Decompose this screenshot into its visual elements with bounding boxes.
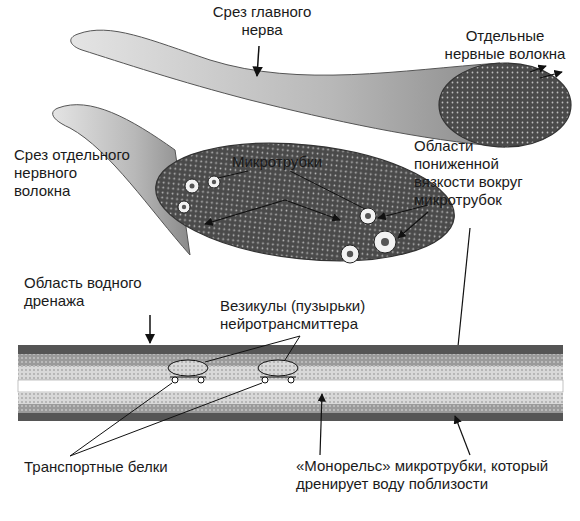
callout-label: Срез главного нерва — [212, 3, 312, 39]
callout-label: Микротрубки — [232, 153, 342, 171]
callout-label: Транспортные белки — [24, 458, 214, 476]
callout-label: Области пониженной вязкости вокруг микро… — [414, 137, 554, 209]
callout-label: «Монорельс» микротрубки, который дрениру… — [296, 457, 558, 493]
callout-label: Срез отдельного нервного волокна — [14, 146, 136, 200]
callout-label: Область водного дренажа — [24, 274, 196, 310]
callout-label: Отдельные нервные волокна — [434, 27, 576, 63]
callout-label: Везикулы (пузырьки) нейротрансмиттера — [220, 297, 420, 333]
